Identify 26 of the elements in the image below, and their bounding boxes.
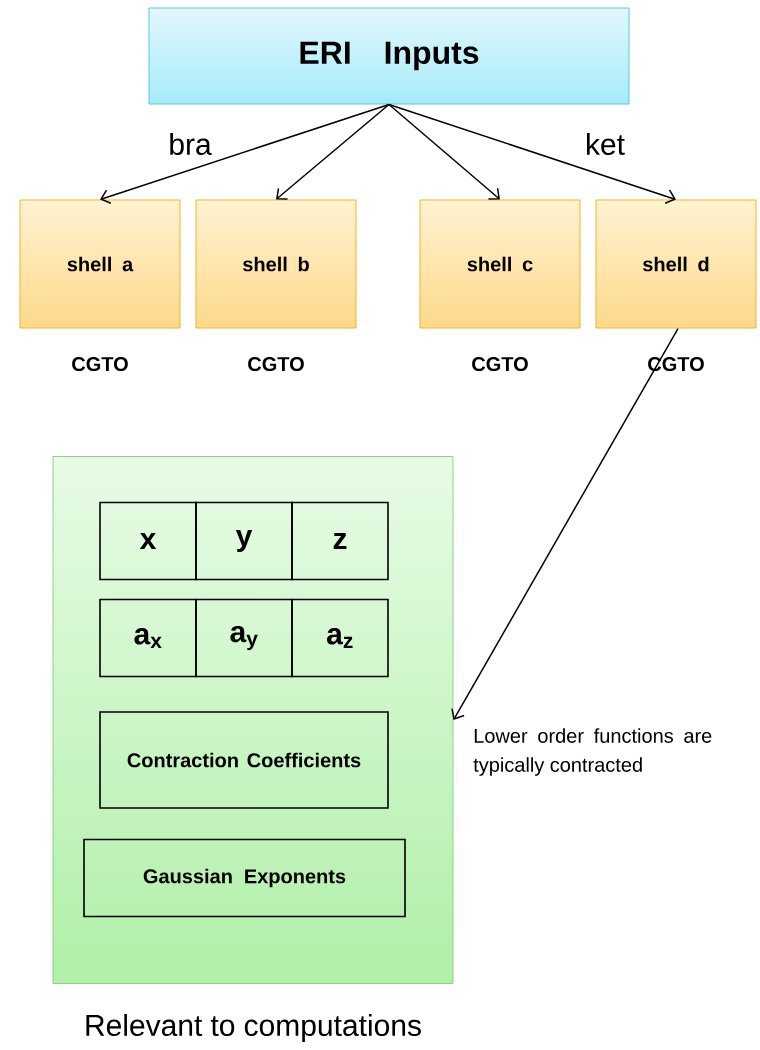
arrow (388, 103, 500, 200)
node-label: CGTO (70, 355, 130, 373)
shell-box: shell c (419, 199, 581, 329)
field-box: a$_{x}$ (99, 598, 197, 678)
arrow (451, 327, 679, 720)
field-box: x (99, 501, 197, 581)
field-box: Contraction Coefficients (99, 711, 389, 809)
edge-label: bra (167, 132, 213, 157)
edge-label: ket (584, 132, 626, 157)
panel-box (52, 456, 454, 984)
node-label: CGTO (246, 355, 306, 373)
field-box: Gaussian Exponents (83, 838, 406, 918)
node-label: Relevant to computations (82, 1013, 424, 1043)
arrow (388, 103, 676, 205)
process-box: ERI Inputs (148, 7, 630, 105)
arrow (276, 103, 390, 200)
field-box: a$_{y}$ (195, 598, 293, 678)
field-box: y (195, 501, 293, 581)
shell-box: shell a (19, 199, 181, 329)
arrow (100, 103, 390, 205)
shell-box: shell b (195, 199, 357, 329)
note: Lower order functions are typically contracted (473, 728, 712, 776)
shell-box: shell d (595, 199, 757, 329)
field-box: z (291, 501, 389, 581)
node-label: CGTO (470, 355, 530, 373)
field-box: a$_{z}$ (291, 598, 389, 678)
